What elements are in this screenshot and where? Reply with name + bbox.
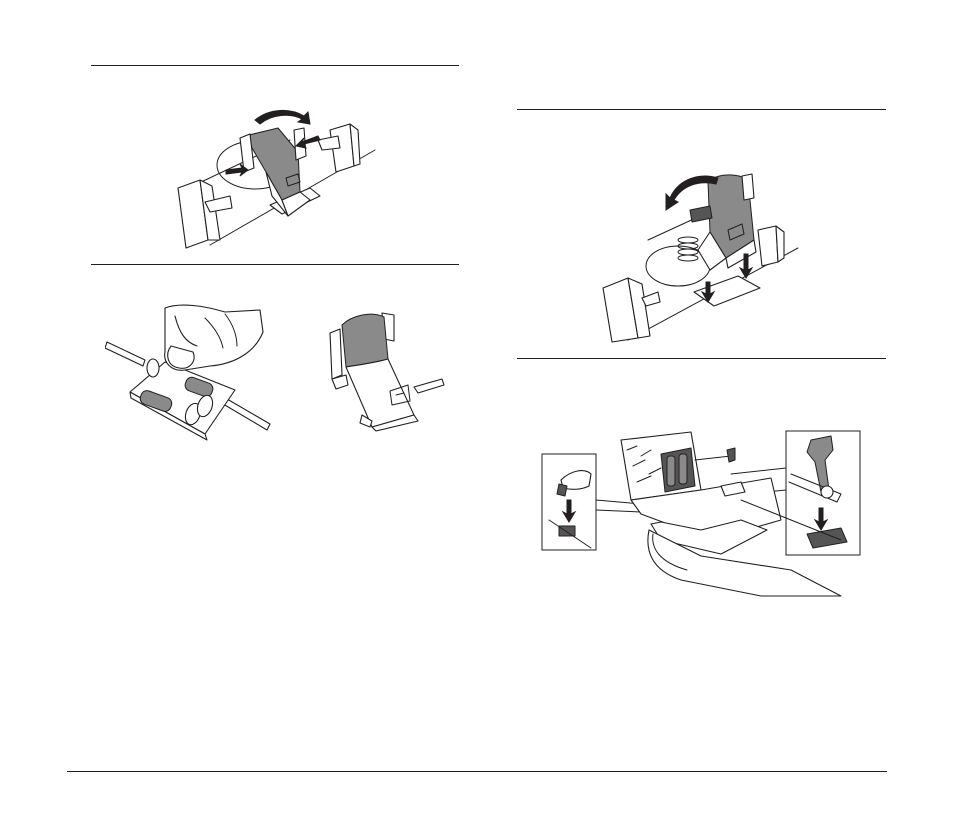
- section-divider-mid-right: [517, 358, 886, 359]
- section-divider-top-left: [91, 65, 459, 66]
- section-divider-top-right: [517, 109, 886, 110]
- scanner-roller-unit-illustration: [541, 430, 861, 598]
- footer-divider: [67, 771, 887, 772]
- section-divider-mid-left: [91, 264, 459, 265]
- clean-roller-illustration: [105, 302, 275, 444]
- roller-part-illustration: [322, 305, 450, 433]
- install-roller-illustration: [598, 170, 803, 345]
- release-roller-illustration: [170, 100, 385, 250]
